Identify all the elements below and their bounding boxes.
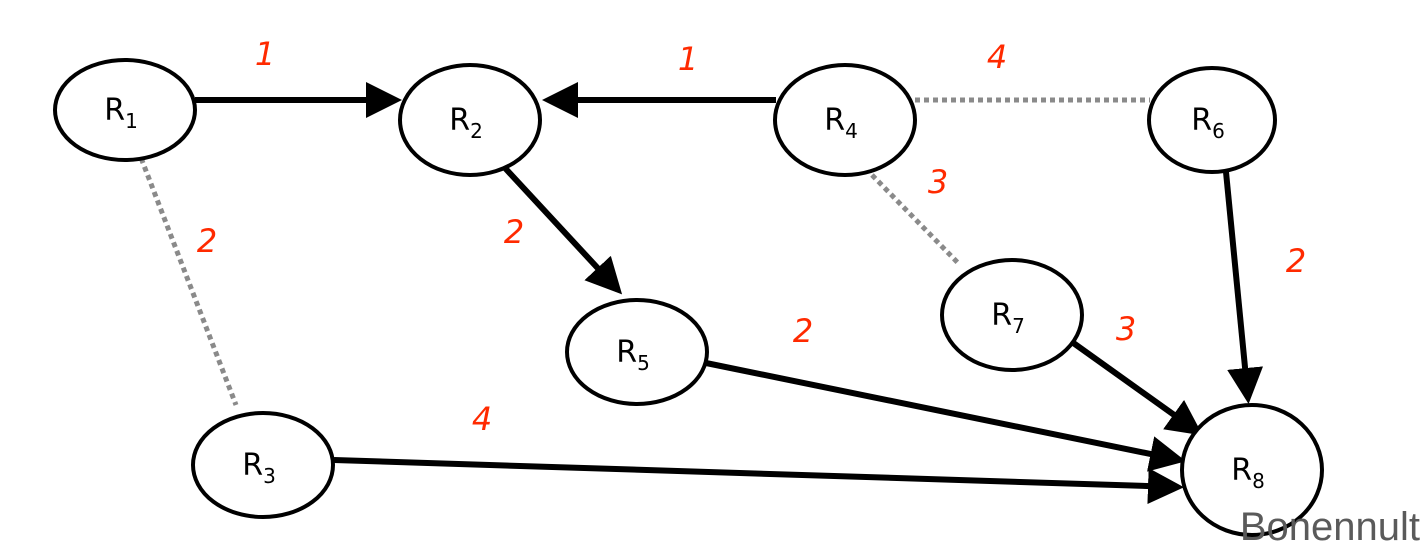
- weights-layer: 1 1 4 2 2 3 2 2 3 4: [197, 35, 1306, 438]
- edge-weight-r1-r2: 1: [255, 35, 275, 73]
- edge-r1-r3: [135, 149, 239, 406]
- node-label-r8: R8: [1231, 453, 1265, 493]
- node-ellipse-r5: [565, 298, 709, 406]
- node-ellipse-r4: [773, 63, 917, 177]
- edge-weight-r5-r8: 2: [793, 312, 813, 350]
- node-label-r5: R5: [616, 335, 650, 375]
- node-r8: R8: [1180, 403, 1324, 537]
- node-ellipse-r3: [191, 411, 335, 519]
- node-ellipse-r2: [398, 63, 542, 177]
- node-r6: R6: [1147, 66, 1277, 174]
- node-label-r2: R2: [449, 103, 483, 143]
- edge-r6-r8: [1223, 171, 1264, 404]
- node-r4: R4: [773, 63, 917, 177]
- edge-r7-r8: [1070, 339, 1203, 436]
- edge-weight-r6-r8: 2: [1286, 242, 1306, 280]
- node-r3: R3: [191, 411, 335, 519]
- edge-weight-r4-r2: 1: [678, 40, 698, 78]
- node-r7: R7: [940, 258, 1084, 372]
- edge-r4-r7: [870, 173, 962, 267]
- node-r1: R1: [53, 58, 197, 162]
- edge-weight-r1-r3: 2: [197, 222, 217, 260]
- node-label-r4: R4: [824, 103, 858, 143]
- node-label-r6: R6: [1191, 103, 1225, 143]
- edge-r3-r8: [333, 457, 1184, 505]
- edge-r2-r5: [502, 165, 623, 295]
- node-ellipse-r8: [1180, 403, 1324, 537]
- edge-weight-r4-r7: 3: [928, 163, 948, 201]
- node-r2: R2: [398, 63, 542, 177]
- node-label-r3: R3: [242, 448, 276, 488]
- node-ellipse-r7: [940, 258, 1084, 372]
- node-label-r7: R7: [991, 298, 1025, 338]
- node-ellipse-r6: [1147, 66, 1277, 174]
- edge-weight-r7-r8: 3: [1116, 310, 1136, 348]
- edge-weight-r3-r8: 4: [472, 400, 492, 438]
- node-label-r1: R1: [104, 93, 138, 133]
- watermark-text: Bonennult: [1239, 505, 1420, 549]
- node-ellipse-r1: [53, 58, 197, 162]
- edge-r5-r8: [705, 360, 1186, 472]
- node-r5: R5: [565, 298, 709, 406]
- edge-weight-r2-r5: 2: [504, 213, 524, 251]
- edges-layer: [135, 82, 1264, 505]
- edge-weight-r4-r6: 4: [987, 38, 1007, 76]
